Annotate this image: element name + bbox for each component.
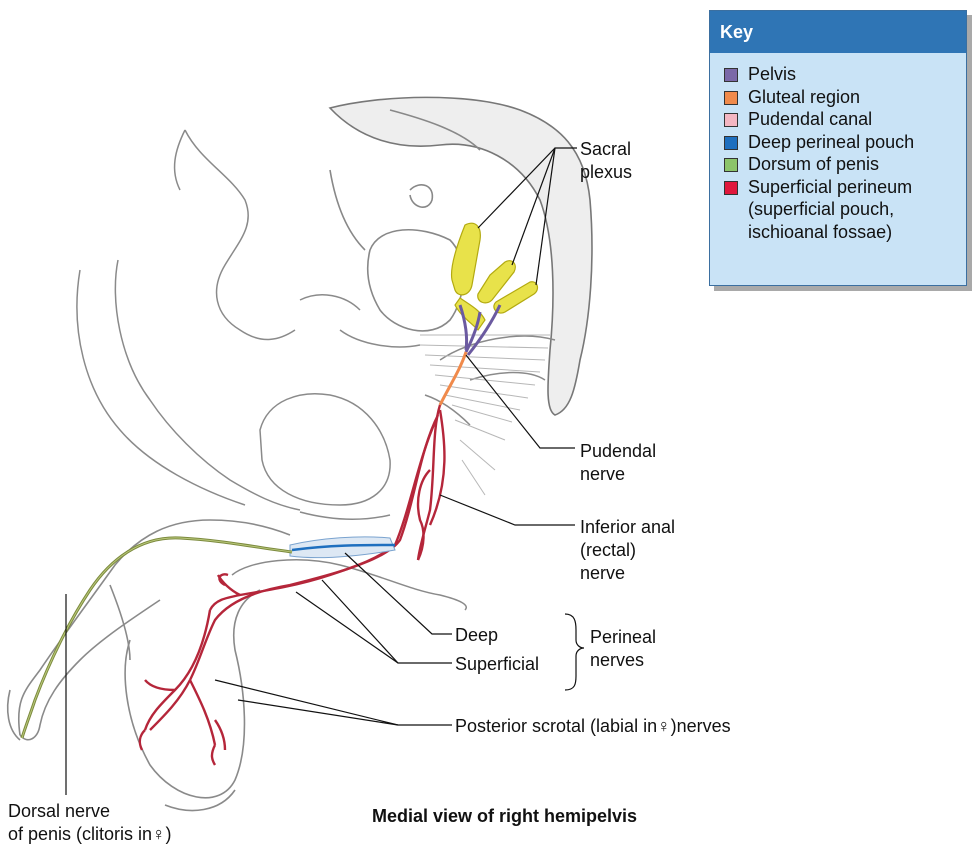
- key-item-pelvis: Pelvis: [720, 63, 966, 86]
- pelvic-bone-outline: [77, 130, 555, 610]
- perineal-nerve-branches: [140, 405, 445, 765]
- label-inferior-anal-nerve: Inferior anal (rectal) nerve: [580, 516, 675, 585]
- label-pudendal-nerve: Pudendal nerve: [580, 440, 656, 486]
- label-sacral-plexus: Sacral plexus: [580, 138, 632, 184]
- swatch-superficial-perineum: [724, 181, 738, 195]
- key-label-deep-perineal-pouch: Deep perineal pouch: [748, 131, 914, 154]
- key-item-gluteal-region: Gluteal region: [720, 86, 966, 109]
- label-inferior-anal-line2: (rectal): [580, 539, 675, 562]
- label-sacral-plexus-line2: plexus: [580, 161, 632, 184]
- label-dorsal-line2: of penis (clitoris in♀): [8, 823, 172, 846]
- figure-caption: Medial view of right hemipelvis: [372, 806, 637, 827]
- key-list: Pelvis Gluteal region Pudendal canal Dee…: [710, 53, 966, 243]
- swatch-gluteal-region: [724, 91, 738, 105]
- label-superficial: Superficial: [455, 653, 539, 676]
- label-sacral-plexus-line1: Sacral: [580, 138, 632, 161]
- label-dorsal-line1: Dorsal nerve: [8, 800, 172, 823]
- label-pudendal-line1: Pudendal: [580, 440, 656, 463]
- label-dorsal-nerve: Dorsal nerve of penis (clitoris in♀): [8, 800, 172, 846]
- key-item-dorsum-of-penis: Dorsum of penis: [720, 153, 966, 176]
- key-label-pudendal-canal: Pudendal canal: [748, 108, 872, 131]
- leader-superficial-2: [296, 592, 398, 663]
- key-item-deep-perineal-pouch: Deep perineal pouch: [720, 131, 966, 154]
- key-item-superficial-perineum: Superficial perineum (superficial pouch,…: [720, 176, 966, 244]
- swatch-dorsum-of-penis: [724, 158, 738, 172]
- label-perineal-line1: Perineal: [590, 626, 656, 649]
- key-label-gluteal-region: Gluteal region: [748, 86, 860, 109]
- leader-inferior-anal: [440, 495, 575, 525]
- key-item-pudendal-canal: Pudendal canal: [720, 108, 966, 131]
- label-perineal-nerves: Perineal nerves: [590, 626, 656, 672]
- leader-posterior-scrotal-2: [238, 700, 398, 725]
- label-posterior-scrotal-nerves: Posterior scrotal (labial in♀)nerves: [455, 715, 731, 738]
- pelvic-floor-fibres: [420, 335, 550, 495]
- label-inferior-anal-line1: Inferior anal: [580, 516, 675, 539]
- label-inferior-anal-line3: nerve: [580, 562, 675, 585]
- perineal-brace: [565, 614, 584, 690]
- color-key: Key Pelvis Gluteal region Pudendal canal…: [709, 10, 967, 286]
- label-pudendal-line2: nerve: [580, 463, 656, 486]
- key-label-superficial-perineum: Superficial perineum (superficial pouch,…: [748, 176, 912, 244]
- label-perineal-line2: nerves: [590, 649, 656, 672]
- swatch-deep-perineal-pouch: [724, 136, 738, 150]
- key-label-pelvis: Pelvis: [748, 63, 796, 86]
- leader-lines: [66, 148, 584, 795]
- swatch-pudendal-canal: [724, 113, 738, 127]
- key-title: Key: [710, 11, 966, 53]
- label-deep: Deep: [455, 624, 498, 647]
- swatch-pelvis: [724, 68, 738, 82]
- key-label-dorsum-of-penis: Dorsum of penis: [748, 153, 879, 176]
